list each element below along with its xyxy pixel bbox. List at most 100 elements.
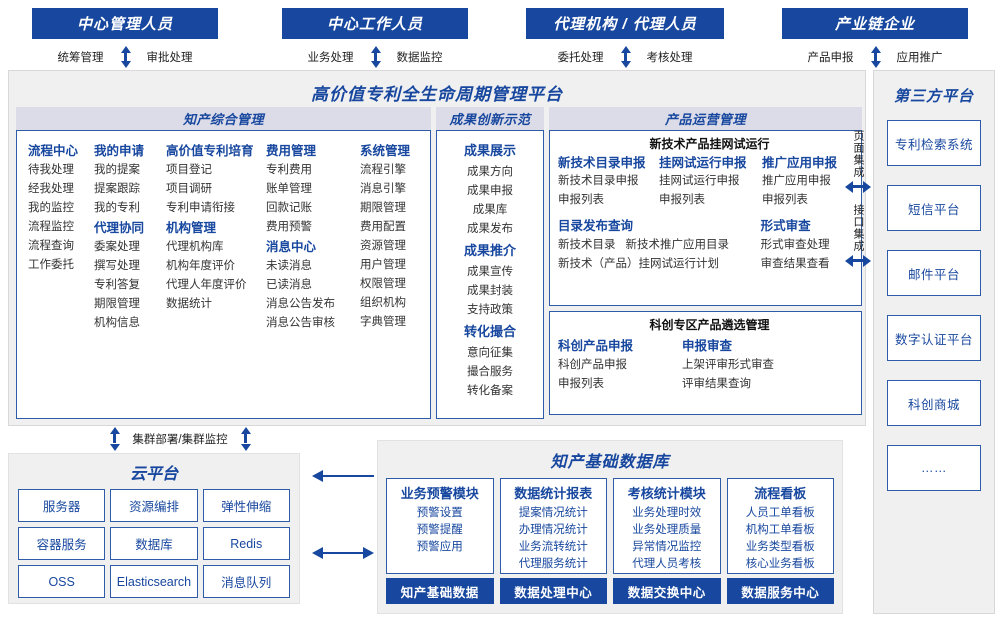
cloud-cell-orchestration[interactable]: 资源编排 (110, 489, 198, 522)
menu-group-title[interactable]: 新技术目录申报 (558, 156, 646, 170)
menu-group-title[interactable]: 成果展示 (463, 143, 516, 158)
database-card-item[interactable]: 代理服务统计 (518, 558, 588, 570)
menu-item[interactable]: 项目登记 (166, 164, 212, 176)
menu-item[interactable]: 未读消息 (266, 260, 312, 272)
menu-item[interactable]: 我的监控 (28, 202, 74, 214)
menu-item[interactable]: 意向征集 (467, 347, 513, 359)
cloud-cell-redis[interactable]: Redis (202, 527, 290, 560)
database-card-item[interactable]: 核心业务看板 (745, 558, 815, 570)
menu-item[interactable]: 机构年度评价 (166, 260, 235, 272)
menu-item[interactable]: 评审结果查询 (682, 378, 751, 390)
menu-item[interactable]: 费用配置 (360, 221, 406, 233)
third-party-item-more[interactable]: …… (887, 445, 981, 491)
cloud-cell-autoscaling[interactable]: 弹性伸缩 (202, 489, 290, 522)
menu-item[interactable]: 待我处理 (28, 164, 74, 176)
menu-item[interactable]: 代理机构库 (166, 241, 224, 253)
menu-item[interactable]: 流程监控 (28, 221, 74, 233)
database-card-item[interactable]: 业务流转统计 (518, 541, 588, 553)
third-party-item-patent-search[interactable]: 专利检索系统 (887, 120, 981, 166)
menu-item[interactable]: 新技术推广应用目录 (625, 239, 730, 251)
third-party-item-kechuang-mall[interactable]: 科创商城 (887, 380, 981, 426)
cloud-cell-oss[interactable]: OSS (18, 565, 106, 598)
menu-group-title[interactable]: 目录发布查询 (558, 219, 634, 233)
database-card-item[interactable]: 预警应用 (416, 541, 463, 553)
menu-group-title[interactable]: 转化撮合 (463, 324, 516, 339)
menu-item[interactable]: 支持政策 (467, 304, 513, 316)
menu-item[interactable]: 委案处理 (94, 241, 140, 253)
menu-item[interactable]: 回款记账 (266, 202, 312, 214)
menu-item[interactable]: 消息公告审核 (266, 317, 335, 329)
menu-group-title[interactable]: 形式审查 (760, 219, 811, 233)
menu-group-title[interactable]: 费用管理 (266, 144, 317, 158)
menu-item[interactable]: 科创产品申报 (558, 359, 627, 371)
menu-group-title[interactable]: 机构管理 (166, 221, 217, 235)
menu-item[interactable]: 我的专利 (94, 202, 140, 214)
database-card-item[interactable]: 机构工单看板 (745, 524, 815, 536)
menu-group-title[interactable]: 我的申请 (94, 144, 145, 158)
database-footer-exchange-center[interactable]: 数据交换中心 (613, 578, 721, 604)
database-card-item[interactable]: 业务类型看板 (745, 541, 815, 553)
menu-item[interactable]: 专利费用 (266, 164, 312, 176)
database-footer-basic-data[interactable]: 知产基础数据 (386, 578, 494, 604)
role-box-agency[interactable]: 代理机构 / 代理人员 (526, 8, 724, 39)
menu-group-title[interactable]: 代理协同 (94, 221, 145, 235)
database-card-item[interactable]: 业务处理时效 (632, 507, 702, 519)
menu-group-title[interactable]: 挂网试运行申报 (659, 156, 747, 170)
menu-group-title[interactable]: 消息中心 (266, 240, 317, 254)
third-party-item-sms[interactable]: 短信平台 (887, 185, 981, 231)
menu-item[interactable]: 新技术目录 (558, 239, 616, 251)
menu-group-title[interactable]: 推广应用申报 (761, 156, 837, 170)
menu-group-title[interactable]: 高价值专利培育 (166, 144, 254, 158)
database-card-item[interactable]: 人员工单看板 (745, 507, 815, 519)
database-card-item[interactable]: 预警设置 (416, 507, 463, 519)
database-card-item[interactable]: 业务处理质量 (632, 524, 702, 536)
menu-item[interactable]: 成果宣传 (467, 266, 513, 278)
menu-group-title[interactable]: 科创产品申报 (558, 339, 634, 353)
cloud-cell-database[interactable]: 数据库 (110, 527, 198, 560)
menu-item[interactable]: 数据统计 (166, 298, 212, 310)
database-card-item[interactable]: 代理人员考核 (632, 558, 702, 570)
menu-item[interactable]: 费用预警 (266, 221, 312, 233)
menu-item[interactable]: 申报列表 (558, 194, 604, 206)
menu-item[interactable]: 申报列表 (659, 194, 705, 206)
menu-item[interactable]: 期限管理 (94, 298, 140, 310)
menu-item[interactable]: 代理人年度评价 (166, 279, 247, 291)
menu-item[interactable]: 消息公告发布 (266, 298, 335, 310)
menu-item[interactable]: 成果发布 (467, 223, 513, 235)
menu-item[interactable]: 组织机构 (360, 297, 406, 309)
role-box-center-manager[interactable]: 中心管理人员 (32, 8, 218, 39)
menu-item[interactable]: 申报列表 (761, 194, 808, 206)
menu-group-title[interactable]: 申报审查 (682, 339, 733, 353)
menu-item[interactable]: 推广应用申报 (761, 175, 831, 187)
menu-item[interactable]: 撰写处理 (94, 260, 140, 272)
menu-item[interactable]: 期限管理 (360, 202, 406, 214)
cloud-cell-message-queue[interactable]: 消息队列 (202, 565, 290, 598)
cloud-cell-container[interactable]: 容器服务 (18, 527, 106, 560)
cloud-cell-elasticsearch[interactable]: Elasticsearch (110, 565, 198, 598)
menu-item[interactable]: 挂网试运行申报 (659, 175, 740, 187)
menu-item[interactable]: 经我处理 (28, 183, 74, 195)
menu-item[interactable]: 审查结果查看 (760, 258, 830, 270)
menu-item[interactable]: 上架评审形式审查 (682, 359, 774, 371)
menu-item[interactable]: 成果库 (472, 204, 508, 216)
menu-item[interactable]: 权限管理 (360, 278, 406, 290)
menu-item[interactable]: 项目调研 (166, 183, 212, 195)
menu-item[interactable]: 机构信息 (94, 317, 140, 329)
menu-item[interactable]: 字典管理 (360, 316, 406, 328)
menu-item[interactable]: 成果封装 (467, 285, 513, 297)
menu-item[interactable]: 转化备案 (467, 385, 513, 397)
role-box-enterprise[interactable]: 产业链企业 (782, 8, 968, 39)
menu-item[interactable]: 已读消息 (266, 279, 312, 291)
menu-item[interactable]: 账单管理 (266, 183, 312, 195)
database-card-item[interactable]: 提案情况统计 (518, 507, 588, 519)
database-footer-service-center[interactable]: 数据服务中心 (726, 578, 834, 604)
menu-item[interactable]: 成果申报 (467, 185, 513, 197)
menu-item[interactable]: 形式审查处理 (760, 239, 830, 251)
database-footer-processing-center[interactable]: 数据处理中心 (499, 578, 607, 604)
menu-item[interactable]: 流程查询 (28, 240, 74, 252)
menu-group-title[interactable]: 成果推介 (463, 243, 516, 258)
menu-item[interactable]: 消息引擎 (360, 183, 406, 195)
menu-item[interactable]: 专利答复 (94, 279, 140, 291)
third-party-item-email[interactable]: 邮件平台 (887, 250, 981, 296)
database-card-item[interactable]: 办理情况统计 (518, 524, 588, 536)
